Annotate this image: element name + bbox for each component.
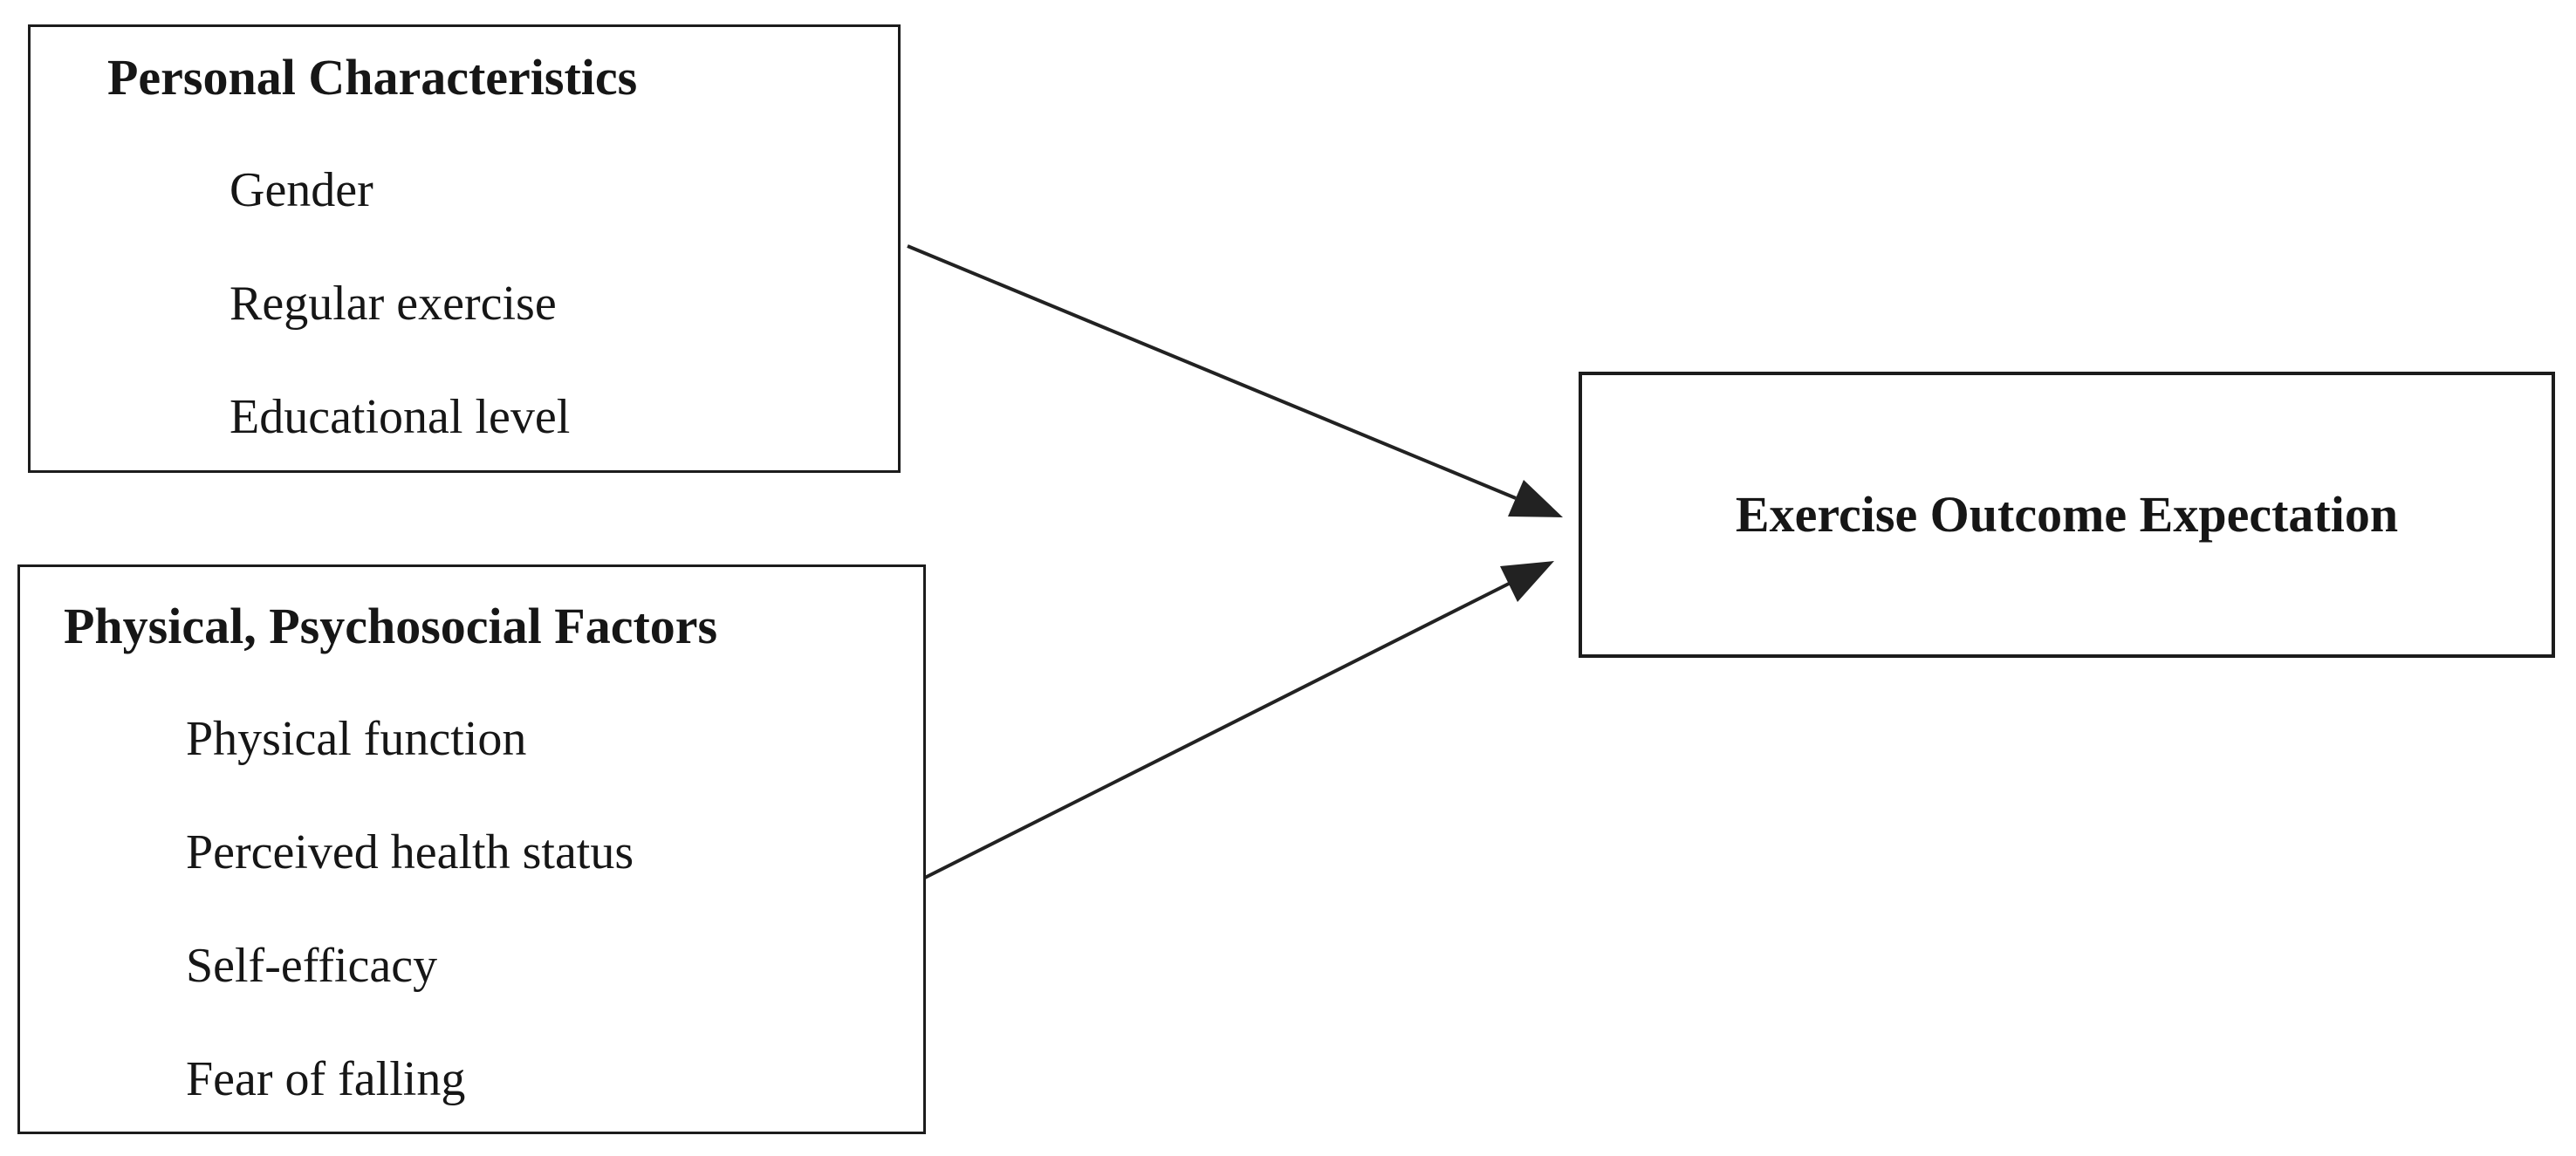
- box-exercise-outcome-expectation: Exercise Outcome Expectation: [1579, 372, 2555, 658]
- arrow-physical-to-outcome: [914, 582, 1510, 885]
- box-physical-psychosocial-factors: Physical, Psychosocial Factors Physical …: [17, 564, 926, 1134]
- physical-psychosocial-factors-title: Physical, Psychosocial Factors: [64, 598, 718, 654]
- personal-characteristics-title: Personal Characteristics: [107, 49, 638, 106]
- item-physical-function: Physical function: [186, 712, 527, 766]
- item-educational-level: Educational level: [230, 390, 571, 444]
- item-perceived-health-status: Perceived health status: [186, 825, 634, 879]
- item-gender: Gender: [230, 163, 373, 217]
- item-self-efficacy: Self-efficacy: [186, 939, 438, 993]
- arrow-personal-to-outcome: [907, 244, 1517, 500]
- item-fear-of-falling: Fear of falling: [186, 1052, 466, 1106]
- box-personal-characteristics: Personal Characteristics Gender Regular …: [28, 24, 901, 473]
- arrowhead-personal-to-outcome-icon: [1508, 480, 1563, 517]
- exercise-outcome-expectation-title: Exercise Outcome Expectation: [1735, 486, 2399, 543]
- arrowhead-physical-to-outcome-icon: [1500, 561, 1554, 602]
- item-regular-exercise: Regular exercise: [230, 277, 557, 331]
